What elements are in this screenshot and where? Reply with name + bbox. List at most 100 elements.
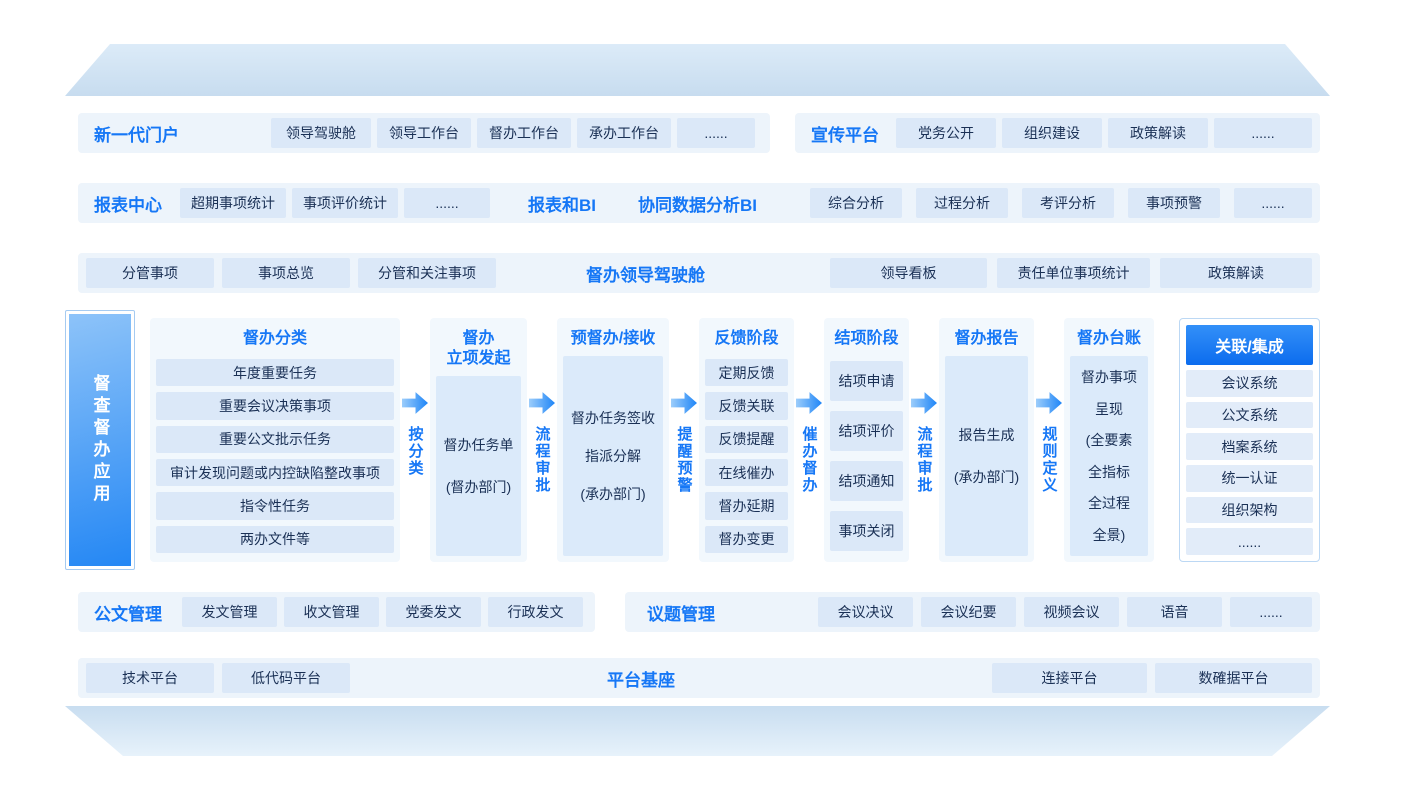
flow-arrow-cell: 流程审批	[909, 318, 939, 562]
topic-band: 议题管理 会议决议 会议纪要 视频会议 语音 ......	[625, 592, 1320, 632]
col-title-line1: 督办	[462, 330, 495, 347]
flow-arrow-cell: 按分类	[400, 318, 430, 562]
integration-panel: 关联/集成 会议系统 公文系统 档案系统 统一认证 组织架构 ......	[1179, 318, 1320, 562]
flow-item: 重要公文批示任务	[156, 425, 394, 453]
report-band: 报表中心 超期事项统计 事项评价统计 ...... 报表和BI 协同数据分析BI…	[78, 183, 1320, 223]
module-chip: 视频会议	[1024, 597, 1119, 627]
integration-item: 组织架构	[1186, 496, 1313, 524]
module-chip: 责任单位事项统计	[997, 258, 1150, 288]
col-title: 督办报告	[954, 330, 1019, 347]
integration-item: 档案系统	[1186, 433, 1313, 461]
report-center-title: 报表中心	[94, 195, 162, 215]
bottom-perspective-panel	[65, 706, 1330, 756]
flow-box-line: 指派分解	[585, 448, 641, 464]
flow-item: 反馈提醒	[705, 425, 788, 453]
flow-item: 两办文件等	[156, 525, 394, 553]
flow-arrow-cell: 流程审批	[527, 318, 557, 562]
integration-item: 会议系统	[1186, 370, 1313, 397]
flow-box-line: 全过程	[1088, 495, 1130, 512]
flow-box-line: 全景)	[1092, 526, 1126, 543]
module-chip-more: ......	[677, 118, 755, 148]
flow-item: 事项关闭	[830, 511, 903, 551]
flow-item: 反馈关联	[705, 392, 788, 420]
flow-box-line: 报告生成	[958, 427, 1015, 443]
module-chip: 党务公开	[896, 118, 996, 148]
col-title: 结项阶段	[834, 330, 899, 347]
flow-box-line: 督办任务单	[443, 437, 514, 453]
col-title: 督办分类	[242, 330, 307, 347]
integration-header: 关联/集成	[1186, 325, 1313, 365]
col-supervision-ledger: 督办台账 督办事项 呈现 (全要素 全指标 全过程 全景)	[1064, 318, 1154, 562]
flow-item: 定期反馈	[705, 359, 788, 387]
flow-item: 结项申请	[830, 361, 903, 401]
module-chip: 承办工作台	[577, 118, 671, 148]
module-chip: 组织建设	[1002, 118, 1102, 148]
flow-box-line: (承办部门)	[580, 486, 646, 502]
flow-item: 结项评价	[830, 411, 903, 451]
col-title: 预督办/接收	[570, 330, 656, 347]
flow-box-line: 全指标	[1088, 463, 1130, 480]
flow-box-line: (承办部门)	[953, 469, 1020, 485]
flow-arrow-label: 流程审批	[915, 426, 933, 494]
flow-item: 重要会议决策事项	[156, 392, 394, 420]
flow-item: 结项通知	[830, 461, 903, 501]
collab-bi-title: 协同数据分析BI	[638, 195, 757, 215]
module-chip: 行政发文	[488, 597, 583, 627]
flow-box: 督办事项 呈现 (全要素 全指标 全过程 全景)	[1070, 356, 1148, 556]
topic-title: 议题管理	[647, 604, 715, 624]
module-chip: 技术平台	[86, 663, 214, 693]
report-bi-title: 报表和BI	[528, 195, 596, 215]
module-chip: 分管事项	[86, 258, 214, 288]
right-arrow-icon	[1036, 392, 1062, 414]
module-chip-more: ......	[1234, 188, 1312, 218]
module-chip: 数確据平台	[1155, 663, 1312, 693]
platform-band: 技术平台 低代码平台 平台基座 连接平台 数確据平台	[78, 658, 1320, 698]
supervision-app-label: 督查督办应用	[90, 374, 110, 506]
flow-box: 报告生成 (承办部门)	[945, 356, 1028, 556]
module-chip: 领导看板	[830, 258, 987, 288]
flow-box-line: (全要素	[1085, 432, 1133, 449]
flow-arrow-cell: 催办督办	[794, 318, 824, 562]
flow-arrow-label: 提醒预警	[675, 426, 693, 494]
module-chip: 政策解读	[1160, 258, 1312, 288]
portal-band: 新一代门户 领导驾驶舱 领导工作台 督办工作台 承办工作台 ......	[78, 113, 770, 153]
module-chip: 会议纪要	[921, 597, 1016, 627]
col-supervision-classification: 督办分类 年度重要任务 重要会议决策事项 重要公文批示任务 审计发现问题或内控缺…	[150, 318, 400, 562]
module-chip: 分管和关注事项	[358, 258, 496, 288]
supervision-app-bar: 督查督办应用	[69, 314, 131, 566]
flow-item: 督办延期	[705, 492, 788, 520]
module-chip: 超期事项统计	[180, 188, 286, 218]
module-chip: 语音	[1127, 597, 1222, 627]
col-title-line2: 立项发起	[446, 350, 511, 367]
col-title: 反馈阶段	[714, 330, 779, 347]
module-chip: 领导工作台	[377, 118, 471, 148]
leader-cockpit-title: 督办领导驾驶舱	[586, 265, 705, 285]
flow-item: 审计发现问题或内控缺陷整改事项	[156, 458, 394, 487]
col-pre-supervision-receive: 预督办/接收 督办任务签收 指派分解 (承办部门)	[557, 318, 669, 562]
module-chip: 事项总览	[222, 258, 350, 288]
right-arrow-icon	[671, 392, 697, 414]
flow-arrow-label: 流程审批	[533, 426, 551, 494]
integration-item: 公文系统	[1186, 401, 1313, 429]
col-project-initiation: 督办 立项发起 督办任务单 (督办部门)	[430, 318, 527, 562]
flow-arrow-label: 催办督办	[800, 426, 818, 494]
flow-box: 督办任务签收 指派分解 (承办部门)	[563, 356, 663, 556]
top-perspective-panel	[65, 44, 1330, 96]
publicity-band: 宣传平台 党务公开 组织建设 政策解读 ......	[795, 113, 1320, 153]
module-chip: 领导驾驶舱	[271, 118, 371, 148]
flow-arrow-cell: 规则定义	[1034, 318, 1064, 562]
module-chip: 综合分析	[810, 188, 902, 218]
document-title: 公文管理	[94, 604, 162, 624]
module-chip: 事项评价统计	[292, 188, 398, 218]
cockpit-band: 分管事项 事项总览 分管和关注事项 督办领导驾驶舱 领导看板 责任单位事项统计 …	[78, 253, 1320, 293]
col-closing-stage: 结项阶段 结项申请 结项评价 结项通知 事项关闭	[824, 318, 909, 562]
module-chip-more: ......	[404, 188, 490, 218]
col-title: 督办台账	[1076, 330, 1141, 347]
module-chip: 收文管理	[284, 597, 379, 627]
right-arrow-icon	[911, 392, 937, 414]
portal-title: 新一代门户	[94, 125, 179, 145]
module-chip: 督办工作台	[477, 118, 571, 148]
col-title: 督办 立项发起	[436, 324, 521, 376]
flow-item: 督办变更	[705, 525, 788, 553]
